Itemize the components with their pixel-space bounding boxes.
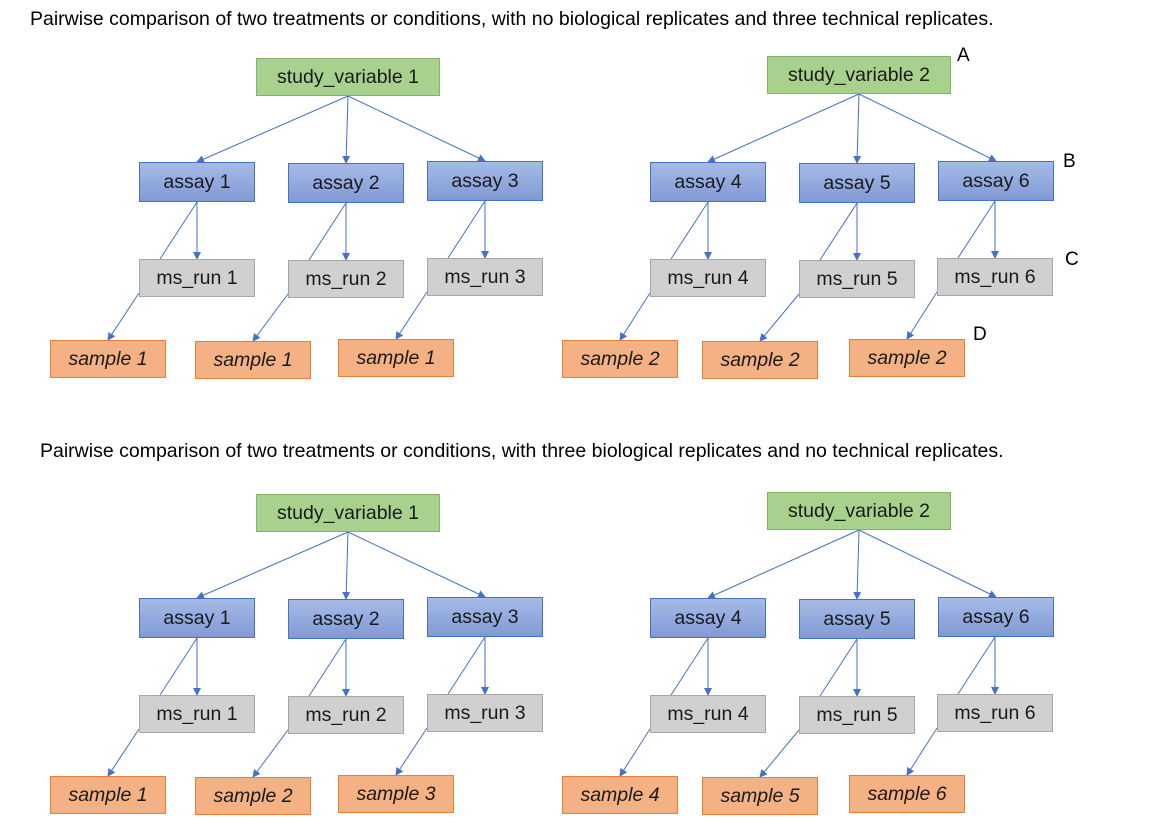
study-to-assay-arrow — [707, 93, 860, 163]
assay-to-sample-link-upper — [308, 638, 347, 697]
ms-run-box: ms_run 6 — [937, 694, 1053, 732]
study-to-assay-arrow — [853, 93, 862, 164]
assay-box: assay 3 — [427, 597, 543, 637]
study-to-assay-arrow — [196, 531, 349, 599]
assay-box: assay 5 — [799, 163, 915, 203]
ms-run-box: ms_run 5 — [799, 260, 915, 298]
assay-box: assay 1 — [139, 162, 255, 202]
assay-to-sample-link-lower — [619, 292, 651, 341]
ms-run-box: ms_run 1 — [139, 695, 255, 733]
assay-box: assay 4 — [650, 162, 766, 202]
assay-to-sample-link-upper — [308, 202, 347, 261]
assay-box: assay 6 — [938, 597, 1054, 637]
assay-to-sample-link-lower — [107, 292, 140, 341]
sample-box: sample 2 — [195, 777, 311, 815]
study-to-assay-arrow — [347, 95, 486, 162]
ms-run-box: ms_run 4 — [650, 695, 766, 733]
ms-run-box: ms_run 6 — [937, 258, 1053, 296]
ms-run-box: ms_run 2 — [288, 260, 404, 298]
ms-run-box: ms_run 5 — [799, 696, 915, 734]
assay-to-sample-link-lower — [619, 728, 651, 777]
assay-box: assay 4 — [650, 598, 766, 638]
assay-to-sample-link-upper — [670, 637, 709, 696]
label-c: C — [1065, 249, 1079, 270]
sample-box: sample 2 — [702, 341, 818, 379]
study-to-assay-arrow — [858, 529, 997, 598]
study-to-assay-arrow — [342, 95, 351, 164]
assay-to-sample-link-upper — [957, 200, 996, 259]
label-a: A — [957, 45, 970, 66]
sample-box: sample 1 — [50, 776, 166, 814]
ms-run-box: ms_run 2 — [288, 696, 404, 734]
sample-box: sample 1 — [50, 340, 166, 378]
ms-run-box: ms_run 4 — [650, 259, 766, 297]
sample-box: sample 2 — [849, 339, 965, 377]
assay-to-sample-link-lower — [759, 293, 800, 342]
assay-to-sample-link-lower — [395, 727, 428, 776]
sample-box: sample 1 — [338, 339, 454, 377]
label-b: B — [1063, 151, 1076, 172]
assay-to-sample-link-lower — [906, 727, 938, 776]
assay-box: assay 2 — [288, 163, 404, 203]
assay-to-sample-link-upper — [447, 636, 486, 695]
study-to-assay-arrow — [707, 529, 860, 599]
assay-to-sample-link-upper — [670, 201, 709, 260]
ms-run-box: ms_run 3 — [427, 694, 543, 732]
study-to-assay-arrow — [853, 529, 862, 600]
study-variable-box: study_variable 1 — [256, 58, 440, 96]
assay-to-sample-link-lower — [252, 729, 289, 778]
ms-run-box: ms_run 1 — [139, 259, 255, 297]
study-to-assay-arrow — [858, 93, 997, 162]
study-variable-box: study_variable 1 — [256, 494, 440, 532]
label-d: D — [973, 324, 987, 345]
assay-to-sample-link-upper — [159, 201, 198, 260]
assay-box: assay 5 — [799, 599, 915, 639]
top-heading: Pairwise comparison of two treatments or… — [30, 8, 994, 30]
sample-box: sample 3 — [338, 775, 454, 813]
sample-box: sample 6 — [849, 775, 965, 813]
assay-box: assay 3 — [427, 161, 543, 201]
bottom-heading: Pairwise comparison of two treatments or… — [40, 440, 1004, 462]
assay-to-sample-link-upper — [819, 638, 858, 697]
sample-box: sample 5 — [702, 777, 818, 815]
sample-box: sample 2 — [562, 340, 678, 378]
assay-box: assay 6 — [938, 161, 1054, 201]
assay-box: assay 2 — [288, 599, 404, 639]
study-variable-box: study_variable 2 — [767, 56, 951, 94]
study-to-assay-arrow — [196, 95, 349, 163]
study-variable-box: study_variable 2 — [767, 492, 951, 530]
sample-box: sample 1 — [195, 341, 311, 379]
assay-to-sample-link-lower — [759, 729, 800, 778]
assay-to-sample-link-lower — [107, 728, 140, 777]
study-to-assay-arrow — [342, 531, 351, 600]
assay-to-sample-link-lower — [252, 293, 289, 342]
sample-box: sample 4 — [562, 776, 678, 814]
assay-to-sample-link-lower — [906, 291, 938, 340]
assay-to-sample-link-upper — [819, 202, 858, 261]
ms-run-box: ms_run 3 — [427, 258, 543, 296]
study-to-assay-arrow — [347, 531, 486, 598]
assay-to-sample-link-upper — [159, 637, 198, 696]
assay-to-sample-link-upper — [447, 200, 486, 259]
assay-to-sample-link-lower — [395, 291, 428, 340]
assay-box: assay 1 — [139, 598, 255, 638]
assay-to-sample-link-upper — [957, 636, 996, 695]
